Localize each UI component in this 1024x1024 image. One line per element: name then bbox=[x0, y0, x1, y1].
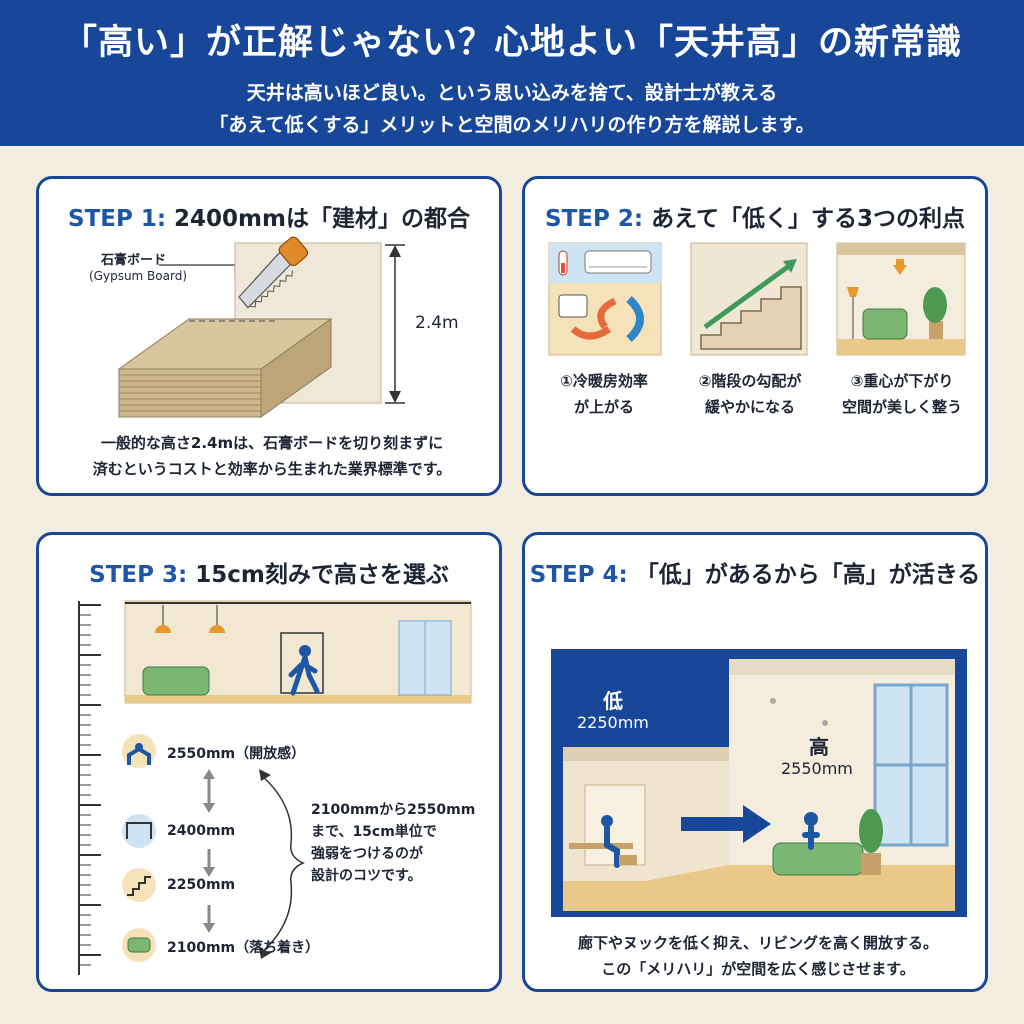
step1-title: STEP 1: 2400mmは「建材」の都合 bbox=[39, 199, 499, 233]
benefit2-line2: 緩やかになる bbox=[704, 398, 795, 416]
step2-label: STEP 2: bbox=[545, 206, 644, 232]
step2-title: STEP 2: あえて「低く」する3つの利点 bbox=[525, 199, 985, 233]
step4-panel: STEP 4: 「低」があるから「高」が活きる 低 2250mm 高 2550m… bbox=[522, 532, 988, 992]
step2-heading: あえて「低く」する3つの利点 bbox=[651, 206, 965, 232]
step4-heading: 「低」があるから「高」が活きる bbox=[635, 562, 981, 588]
high-value: 2550mm bbox=[781, 759, 853, 778]
step1-caption-line2: 済むというコストと効率から生まれた業界標準です。 bbox=[92, 460, 452, 478]
step4-caption-line2: この「メリハリ」が空間を広く感じさせます。 bbox=[601, 960, 915, 978]
height-2400-label: 2400mm bbox=[167, 823, 236, 839]
gypsum-board-stack bbox=[117, 318, 333, 418]
step3-note-line4: 設計のコツです。 bbox=[311, 868, 422, 884]
stairs-illustration bbox=[690, 242, 808, 356]
benefit2-line1: ②階段の勾配が bbox=[698, 372, 802, 390]
height-2-4m-label: 2.4m bbox=[415, 313, 459, 333]
high-char: 高 bbox=[809, 735, 829, 759]
air-conditioner-illustration bbox=[548, 242, 662, 356]
step3-illustrations bbox=[78, 600, 472, 975]
gypsum-board-illustration bbox=[117, 236, 405, 418]
step3-title: STEP 3: 15cm刻みで高さを選ぶ bbox=[39, 555, 499, 589]
step3-heading: 15cm刻みで高さを選ぶ bbox=[195, 562, 449, 588]
step3-note-line1: 2100mmから2550mm bbox=[311, 802, 476, 818]
low-char: 低 bbox=[603, 689, 623, 713]
step1-heading: 2400mmは「建材」の都合 bbox=[174, 206, 470, 232]
range-bracket bbox=[259, 769, 305, 959]
height-icons bbox=[122, 734, 156, 962]
step3-label: STEP 3: bbox=[89, 562, 188, 588]
step2-illustrations bbox=[548, 242, 966, 356]
step3-panel: STEP 3: 15cm刻みで高さを選ぶ bbox=[36, 532, 502, 992]
step4-title: STEP 4: 「低」があるから「高」が活きる bbox=[525, 555, 985, 589]
height-2100-label: 2100mm（落ち着き） bbox=[167, 940, 320, 956]
step4-label: STEP 4: bbox=[529, 562, 628, 588]
benefit3-line2: 空間が美しく整う bbox=[841, 398, 962, 416]
step4-caption-line1: 廊下やヌックを低く抑え、リビングを高く開放する。 bbox=[577, 934, 938, 952]
room-scene bbox=[124, 600, 472, 704]
height-ruler bbox=[78, 601, 101, 975]
living-room-illustration bbox=[836, 242, 966, 356]
step2-panel: STEP 2: あえて「低く」する3つの利点 bbox=[522, 176, 988, 496]
step-arrows bbox=[203, 769, 215, 933]
step1-label: STEP 1: bbox=[68, 206, 167, 232]
page-subtitle-line1: 天井は高いほど良い。という思い込みを捨て、設計士が教える bbox=[246, 82, 778, 104]
page-title: 「高い」が正解じゃない？心地よい「天井高」の新常識 bbox=[61, 23, 962, 63]
step3-note-line2: まで、15cm単位で bbox=[311, 824, 437, 840]
benefit3-line1: ③重心が下がり bbox=[850, 372, 954, 390]
header-banner: 「高い」が正解じゃない？心地よい「天井高」の新常識 天井は高いほど良い。という思… bbox=[0, 0, 1024, 146]
gypsum-label: 石膏ボード bbox=[101, 253, 167, 268]
saw-icon bbox=[238, 236, 309, 309]
step4-room-illustration bbox=[551, 649, 967, 917]
low-value: 2250mm bbox=[577, 713, 649, 732]
gypsum-label-en: (Gypsum Board) bbox=[89, 269, 188, 283]
step1-caption-line1: 一般的な高さ2.4mは、石膏ボードを切り刻まずに bbox=[100, 434, 444, 452]
height-2250-label: 2250mm bbox=[167, 877, 236, 893]
step3-note-line3: 強弱をつけるのが bbox=[311, 846, 423, 862]
benefit1-line1: ①冷暖房効率 bbox=[560, 372, 648, 390]
direction-arrow bbox=[681, 805, 771, 843]
page-subtitle-line2: 「あえて低くする」メリットと空間のメリハリの作り方を解説します。 bbox=[209, 114, 815, 136]
height-2550-label: 2550mm（開放感） bbox=[167, 746, 306, 762]
benefit1-line2: が上がる bbox=[573, 398, 634, 416]
step1-panel: STEP 1: 2400mmは「建材」の都合 石膏ボード (Gypsum Boa… bbox=[36, 176, 502, 496]
